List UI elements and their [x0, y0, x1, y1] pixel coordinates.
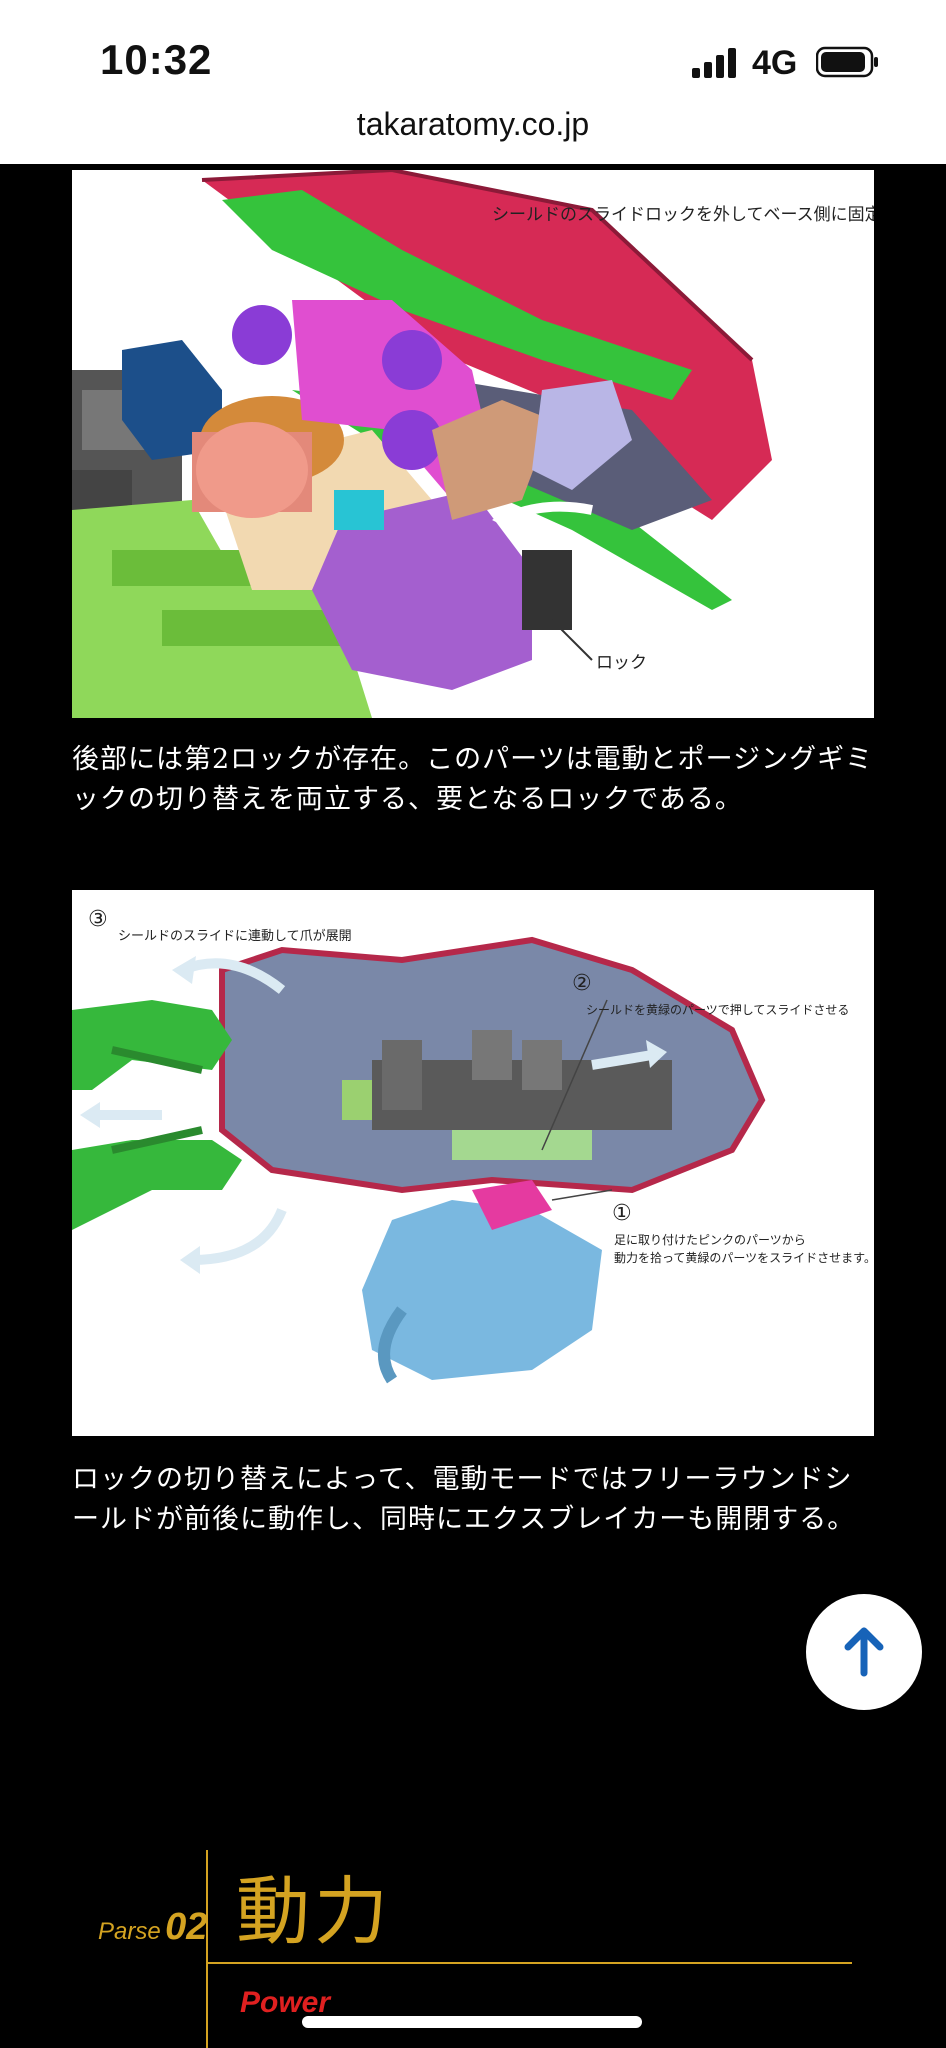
fig2-step2-text: シールドを黄緑のパーツで押してスライドさせる	[586, 1002, 849, 1017]
browser-header: 10:32 4G takaratomy.co.jp	[0, 0, 946, 164]
fig2-step1-num: ①	[612, 1201, 632, 1226]
caption-lock: 後部には第2ロックが存在。このパーツは電動とポージングギミックの切り替えを両立す…	[72, 744, 874, 815]
fig2-step2-num: ②	[572, 971, 592, 996]
fig2-step1-line2: 動力を拾って黄緑のパーツをスライドさせます。	[614, 1250, 874, 1265]
battery-icon	[816, 46, 878, 78]
fig2-step3-num: ③	[88, 907, 108, 932]
section-title: 動力	[236, 1869, 392, 1955]
section-number: Parse 02	[98, 1906, 207, 1949]
fig2-step1-line1: 足に取り付けたピンクのパーツから	[614, 1233, 806, 1247]
fig2-step3-text: シールドのスライドに連動して爪が展開	[118, 928, 352, 943]
section-prefix: Parse	[98, 1918, 161, 1945]
status-time: 10:32	[100, 36, 213, 83]
network-type: 4G	[752, 44, 798, 82]
section-divider-vertical	[206, 1850, 208, 2048]
home-indicator[interactable]	[302, 2016, 642, 2028]
section-number-value: 02	[165, 1906, 208, 1948]
arrow-up-icon	[844, 1627, 884, 1677]
diagram-lock-mechanism: シールドのスライドロックを外してベース側に固定 ロック	[72, 170, 874, 718]
fig1-label-lock: ロック	[596, 653, 647, 672]
url-bar[interactable]: takaratomy.co.jp	[356, 106, 590, 142]
signal-icon	[692, 48, 740, 78]
section-divider-horizontal	[206, 1962, 852, 1964]
scroll-top-button[interactable]	[806, 1594, 922, 1710]
diagram-shield-slide: ③ シールドのスライドに連動して爪が展開 ② シールドを黄緑のパーツで押してスラ…	[72, 890, 874, 1436]
caption-shield: ロックの切り替えによって、電動モードではフリーラウンドシールドが前後に動作し、同…	[72, 1464, 856, 1535]
fig1-label-top: シールドのスライドロックを外してベース側に固定	[492, 205, 874, 224]
section-subtitle: Power	[240, 1986, 331, 2019]
